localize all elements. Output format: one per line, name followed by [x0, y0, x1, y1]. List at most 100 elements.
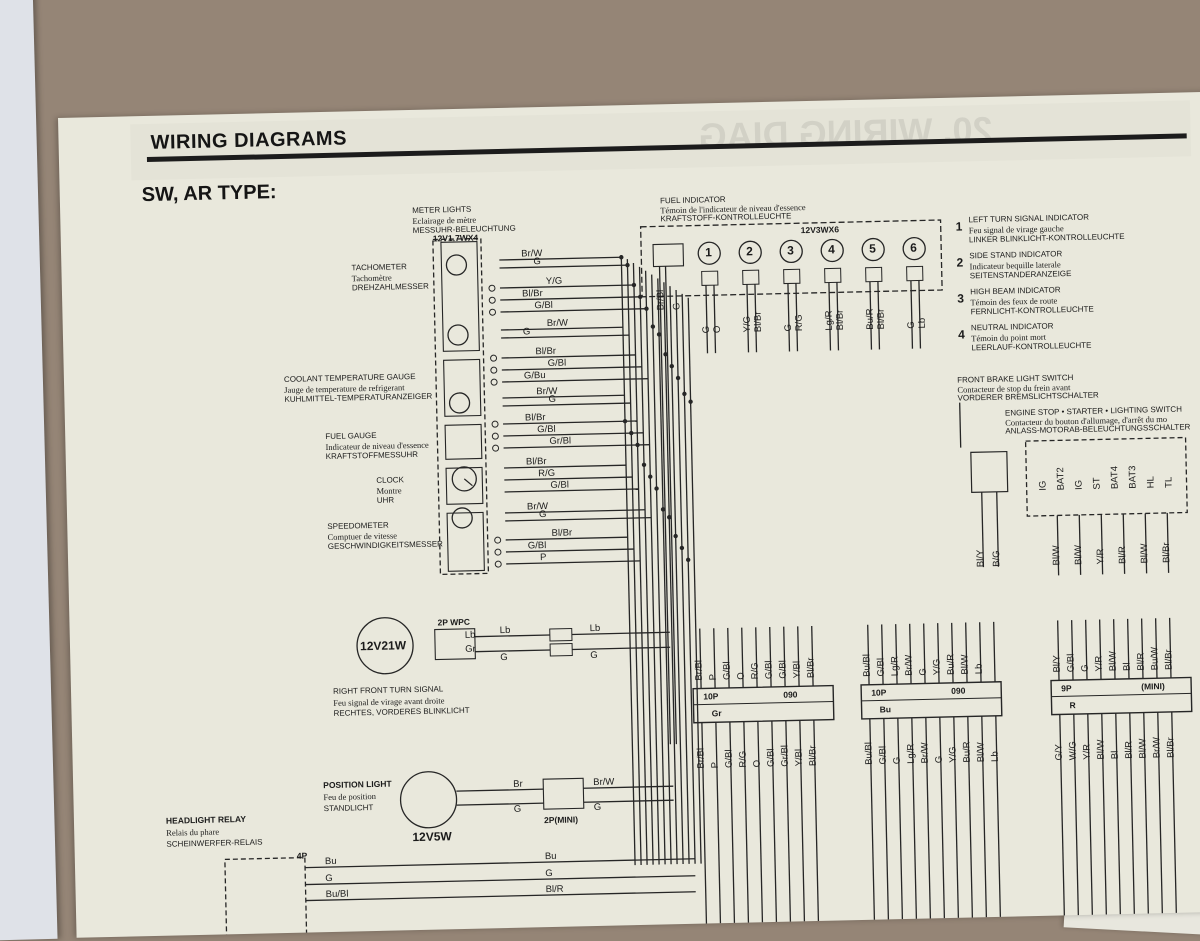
headlight-relay-label-de: SCHEINWERFER-RELAIS — [166, 837, 263, 849]
connector-top-wire-label: Bu/Bl — [861, 653, 873, 677]
cluster-wire — [499, 264, 628, 269]
indicator-wire-label: Bl/Br — [834, 309, 847, 331]
terminal-ring — [491, 420, 499, 428]
wire-junction-dot — [679, 545, 685, 551]
position-light-wire-label: G — [593, 801, 602, 814]
fuel-indicator-wire-label: G — [671, 302, 683, 311]
position-light-wire — [583, 799, 674, 803]
position-light-bulb-rating: 12V5W — [412, 829, 452, 845]
connector-bottom-wire-label: G — [891, 756, 903, 765]
indicator-lamp-frame — [639, 219, 943, 298]
connector-gr — [692, 684, 835, 724]
fuel-indicator-wire-label: Br/Bl — [655, 289, 667, 311]
connector-top-wire-label: Y/R — [1093, 655, 1105, 672]
indicator-wire-label: R/G — [793, 314, 806, 332]
indicator-socket — [865, 266, 883, 283]
connector-wire — [1059, 714, 1066, 921]
connector-wire — [867, 624, 870, 685]
connector-top-wire-label: G/Bl — [1065, 653, 1077, 673]
meter-light-bulb — [448, 392, 471, 414]
wire-junction-dot — [685, 557, 691, 563]
clock-hand — [463, 478, 473, 487]
connector-wire — [743, 721, 750, 928]
connector-wire — [1168, 617, 1172, 678]
cluster-wire-label: G — [522, 326, 531, 338]
bus-vertical-wire — [638, 266, 654, 865]
connector-wire — [995, 715, 1002, 922]
position-light-connector-label: 2P(MINI) — [543, 814, 579, 826]
connector-wire — [1143, 712, 1150, 919]
wire-junction-dot — [622, 419, 628, 424]
connector-bottom-wire-label: Bl/W — [1137, 738, 1149, 759]
cluster-wire — [501, 366, 642, 371]
connector-bottom-wire-label: Bu/R — [961, 741, 973, 763]
connector-bottom-wire-label: G/Bl — [723, 749, 735, 769]
switch-wire — [996, 491, 1000, 567]
legend-number: 3 — [957, 291, 965, 306]
connector-wire — [1057, 620, 1060, 681]
switch-wire — [1100, 514, 1104, 575]
cluster-wire-label: Br/W — [546, 317, 569, 329]
meter-light-bulb — [445, 254, 468, 276]
connector-wire — [701, 722, 708, 929]
legend-number: 4 — [957, 327, 965, 342]
connector-top-wire-label: Br/W — [903, 654, 915, 676]
connector-wire — [1112, 619, 1116, 680]
connector-bottom-wire-label: Br/W — [1151, 736, 1163, 759]
cluster-wire-label: Gr/Bl — [549, 435, 572, 447]
position-light-wire — [583, 785, 674, 789]
connector-pin-count: 10P — [703, 691, 719, 702]
connector-wire — [1098, 619, 1102, 680]
connector-wire — [939, 717, 946, 924]
front-brake-switch-body — [970, 450, 1009, 493]
wire-junction-dot — [625, 262, 630, 268]
wire-junction-dot — [673, 533, 678, 539]
connector-top-wire-label: G/Bl — [875, 657, 887, 677]
connector-top-wire-label: O — [735, 672, 747, 680]
legend-de: LINKER BLINKLICHT-KONTROLLEUCHTE — [968, 231, 1125, 245]
position-light-wire — [456, 788, 544, 792]
connector-wire — [1087, 713, 1094, 920]
switch-wire-label: Bl/Br — [1160, 542, 1173, 564]
wiring-diagram — [224, 219, 1193, 938]
cluster-wire — [502, 394, 625, 399]
headlight-relay-wire-label: Bu — [324, 855, 337, 868]
connector-wire — [925, 717, 932, 924]
switch-wire — [1144, 513, 1148, 574]
manual-page: 20. WIRING DIAG WIRING DIAGRAMS SW, AR T… — [58, 91, 1200, 938]
connector-top-wire-label: Br/Bl — [693, 659, 705, 681]
headlight-relay-wire-label: Bu — [544, 850, 557, 863]
connector-bottom-wire-label: Bl/W — [975, 742, 987, 763]
connector-wire — [897, 718, 904, 925]
connector-wire — [979, 622, 982, 683]
bus-vertical-wire — [644, 270, 660, 865]
indicator-wire-label: G — [905, 321, 917, 329]
wire-junction-dot — [667, 515, 672, 520]
legend-de: LEERLAUF-KONTROLLEUCHTE — [971, 340, 1092, 353]
cluster-wire-label: G/Bl — [547, 357, 567, 369]
bus-vertical-wire — [675, 290, 690, 864]
indicator-socket — [742, 269, 760, 286]
connector-divider — [693, 701, 834, 706]
wire-junction-dot — [619, 255, 624, 260]
cluster-wire-label: Bl/Br — [525, 456, 547, 468]
switch-wire — [981, 492, 985, 568]
connector-top-wire-label: Bl/W — [959, 654, 971, 675]
legend-de: SEITENSTANDERANZEIGE — [969, 269, 1072, 281]
cluster-wire-label: Bl/Br — [551, 527, 573, 539]
connector-wire — [1071, 620, 1074, 681]
cluster-wire — [505, 548, 634, 553]
indicator-number: 5 — [869, 241, 877, 256]
indicator-wire-label: Bl/Br — [875, 308, 888, 330]
connector-wire — [881, 624, 884, 685]
indicator-lamp-6 — [902, 236, 926, 261]
cluster-wire — [499, 284, 634, 289]
connector-top-wire-label: P — [707, 673, 719, 681]
switch-wire-label: Bl/R — [1116, 545, 1129, 565]
legend-number: 1 — [955, 219, 963, 234]
connector-wire — [923, 623, 926, 684]
connector-bottom-wire-label: Br/W — [919, 742, 931, 764]
indicator-bulb-rating: 12V3WX6 — [800, 224, 840, 236]
cluster-wire-label: G — [533, 256, 541, 268]
switch-terminal-label: IG — [1037, 480, 1049, 491]
